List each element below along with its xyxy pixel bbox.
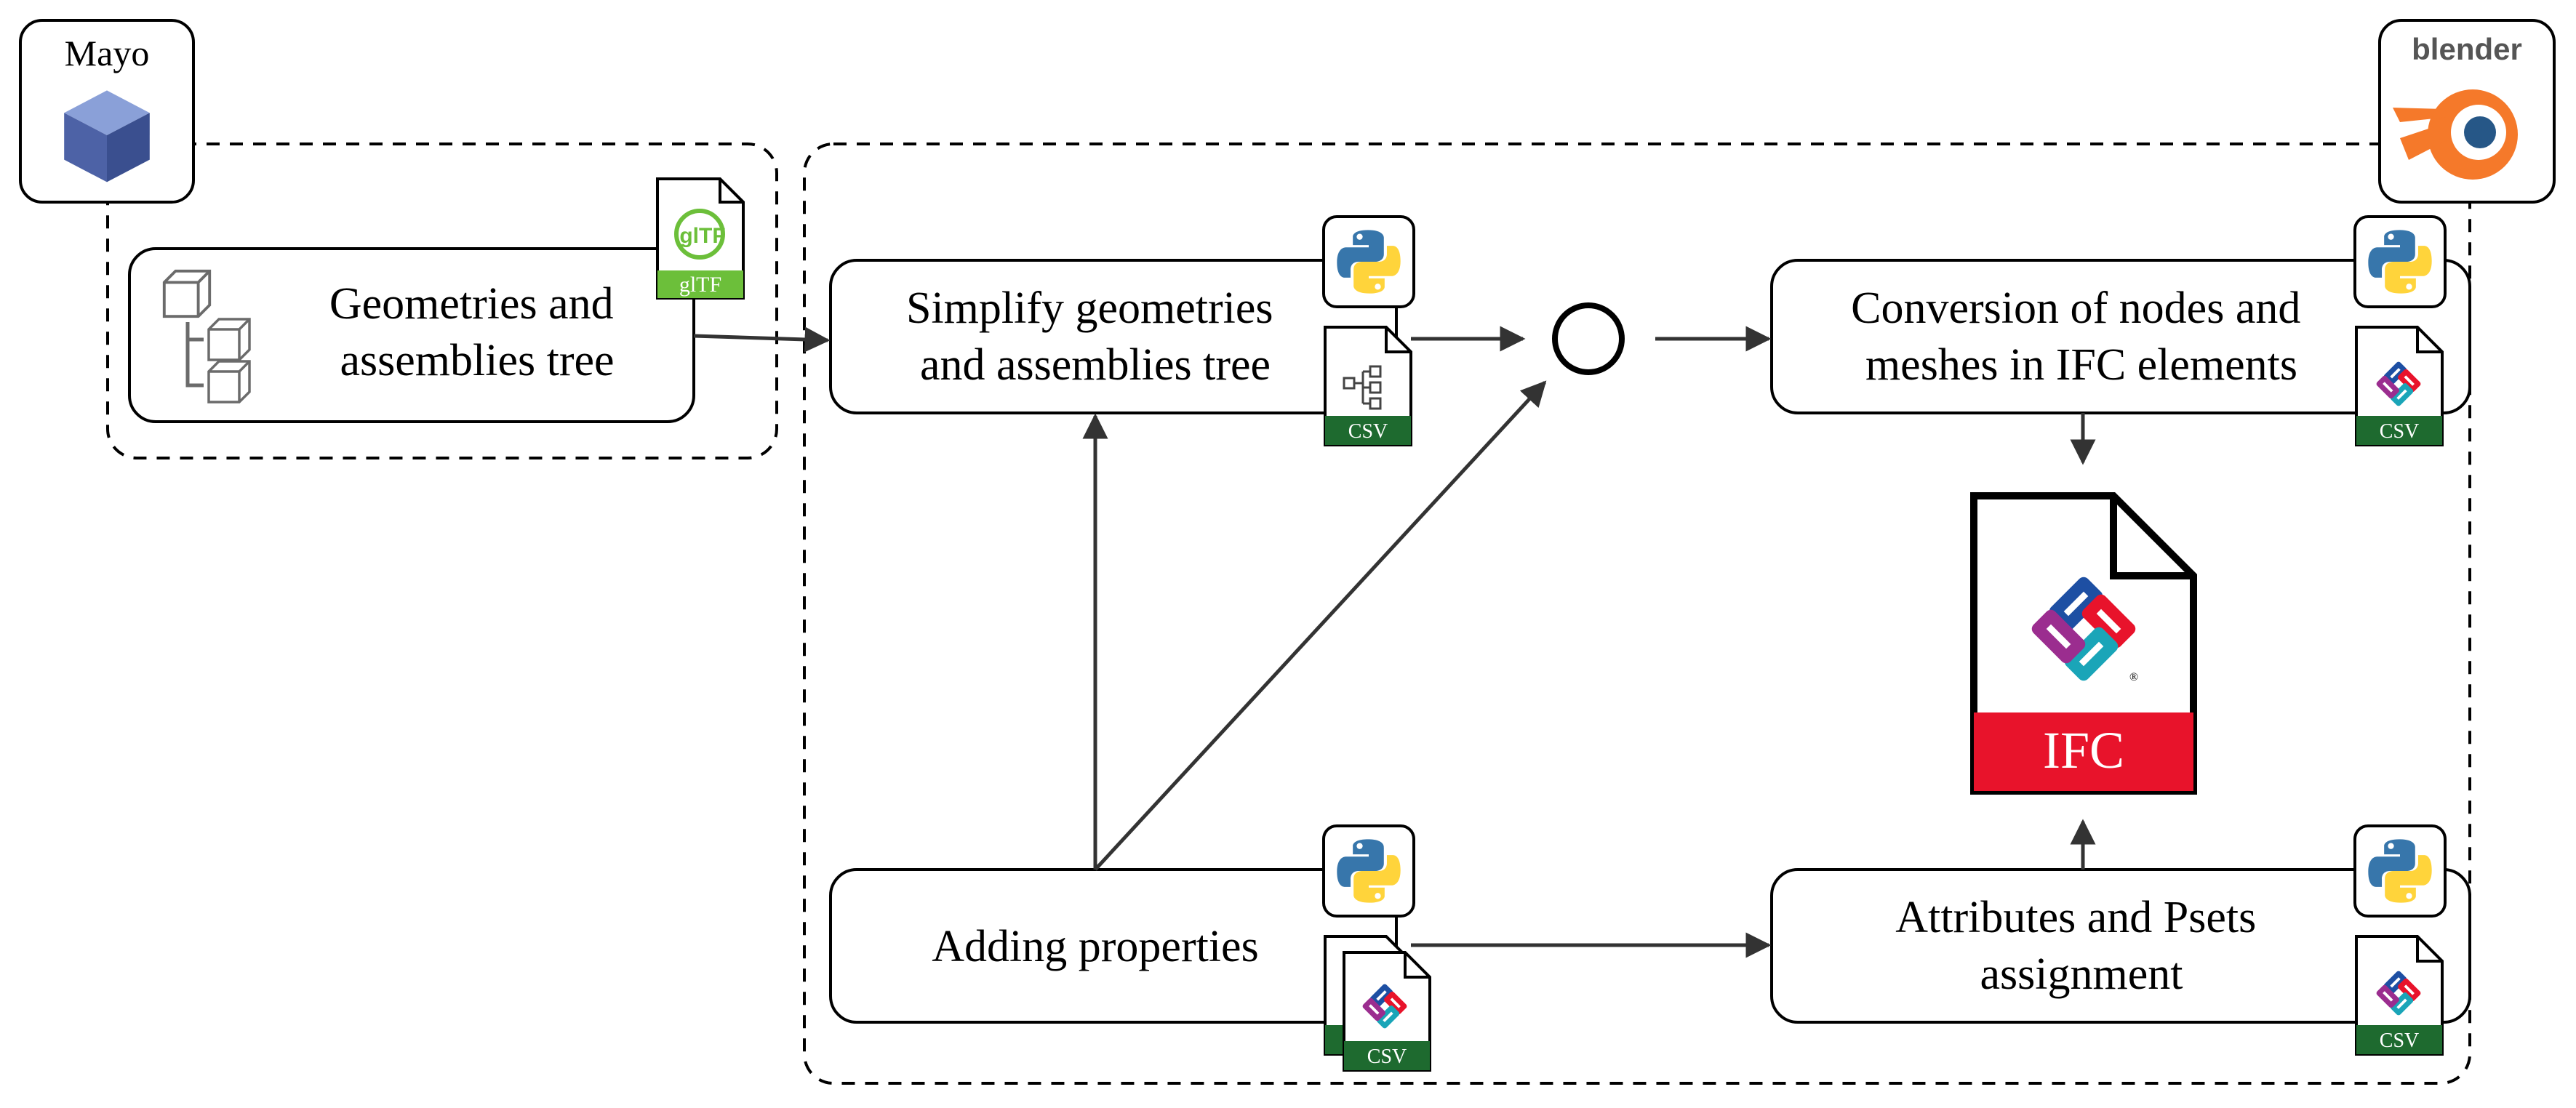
arrow-adding-to-merge — [1094, 380, 1547, 871]
simplify-node: Simplify geometries and assemblies tree — [829, 259, 1398, 414]
attributes-csv-label: CSV — [2380, 1029, 2419, 1052]
merge-node — [1552, 302, 1625, 375]
conversion-python-icon — [2353, 215, 2447, 308]
conversion-label: Conversion of nodes and meshes in IFC el… — [1851, 284, 2312, 390]
blender-label: blender — [2412, 32, 2522, 66]
mayo-badge: Mayo — [19, 19, 195, 204]
ifc-output-label: IFC — [2043, 721, 2124, 779]
gltf-file-icon: glTF glTF — [656, 177, 745, 300]
gltf-label: glTF — [679, 273, 721, 297]
adding-label: Adding properties — [932, 922, 1258, 971]
conversion-csv-label: CSV — [2380, 420, 2419, 443]
attributes-label: Attributes and Psets assignment — [1895, 893, 2267, 999]
attributes-csv-file-icon: CSV — [2355, 935, 2444, 1056]
simplify-label: Simplify geometries and assemblies tree — [906, 284, 1284, 390]
assembly-tree-icon — [162, 269, 251, 404]
geometries-label: Geometries and assemblies tree — [329, 279, 625, 385]
simplify-csv-file-icon: CSV — [1324, 326, 1412, 446]
blender-logo-icon — [2393, 89, 2518, 180]
conversion-csv-file-icon: CSV — [2355, 326, 2444, 446]
adding-python-icon — [1322, 824, 1415, 918]
blender-badge: blender — [2378, 19, 2556, 204]
simplify-csv-label: CSV — [1348, 420, 1388, 443]
blender-region — [803, 142, 2471, 1085]
gltf-logo-label: glTF — [679, 224, 725, 248]
mayo-label: Mayo — [65, 33, 150, 73]
registered-mark: ® — [2129, 671, 2138, 683]
attributes-node: Attributes and Psets assignment — [1770, 868, 2471, 1024]
adding-csv-label: CSV — [1367, 1045, 1407, 1068]
ifc-output-file: ® IFC — [1970, 492, 2197, 795]
mayo-region — [106, 142, 778, 459]
adding-csv-file-icon: CSV — [1324, 935, 1431, 1072]
conversion-node: Conversion of nodes and meshes in IFC el… — [1770, 259, 2471, 414]
adding-node: Adding properties — [829, 868, 1398, 1024]
attributes-python-icon — [2353, 824, 2447, 918]
geometries-node: Geometries and assemblies tree — [128, 247, 695, 423]
arrow-geometries-to-simplify — [693, 326, 831, 353]
simplify-python-icon — [1322, 215, 1415, 308]
